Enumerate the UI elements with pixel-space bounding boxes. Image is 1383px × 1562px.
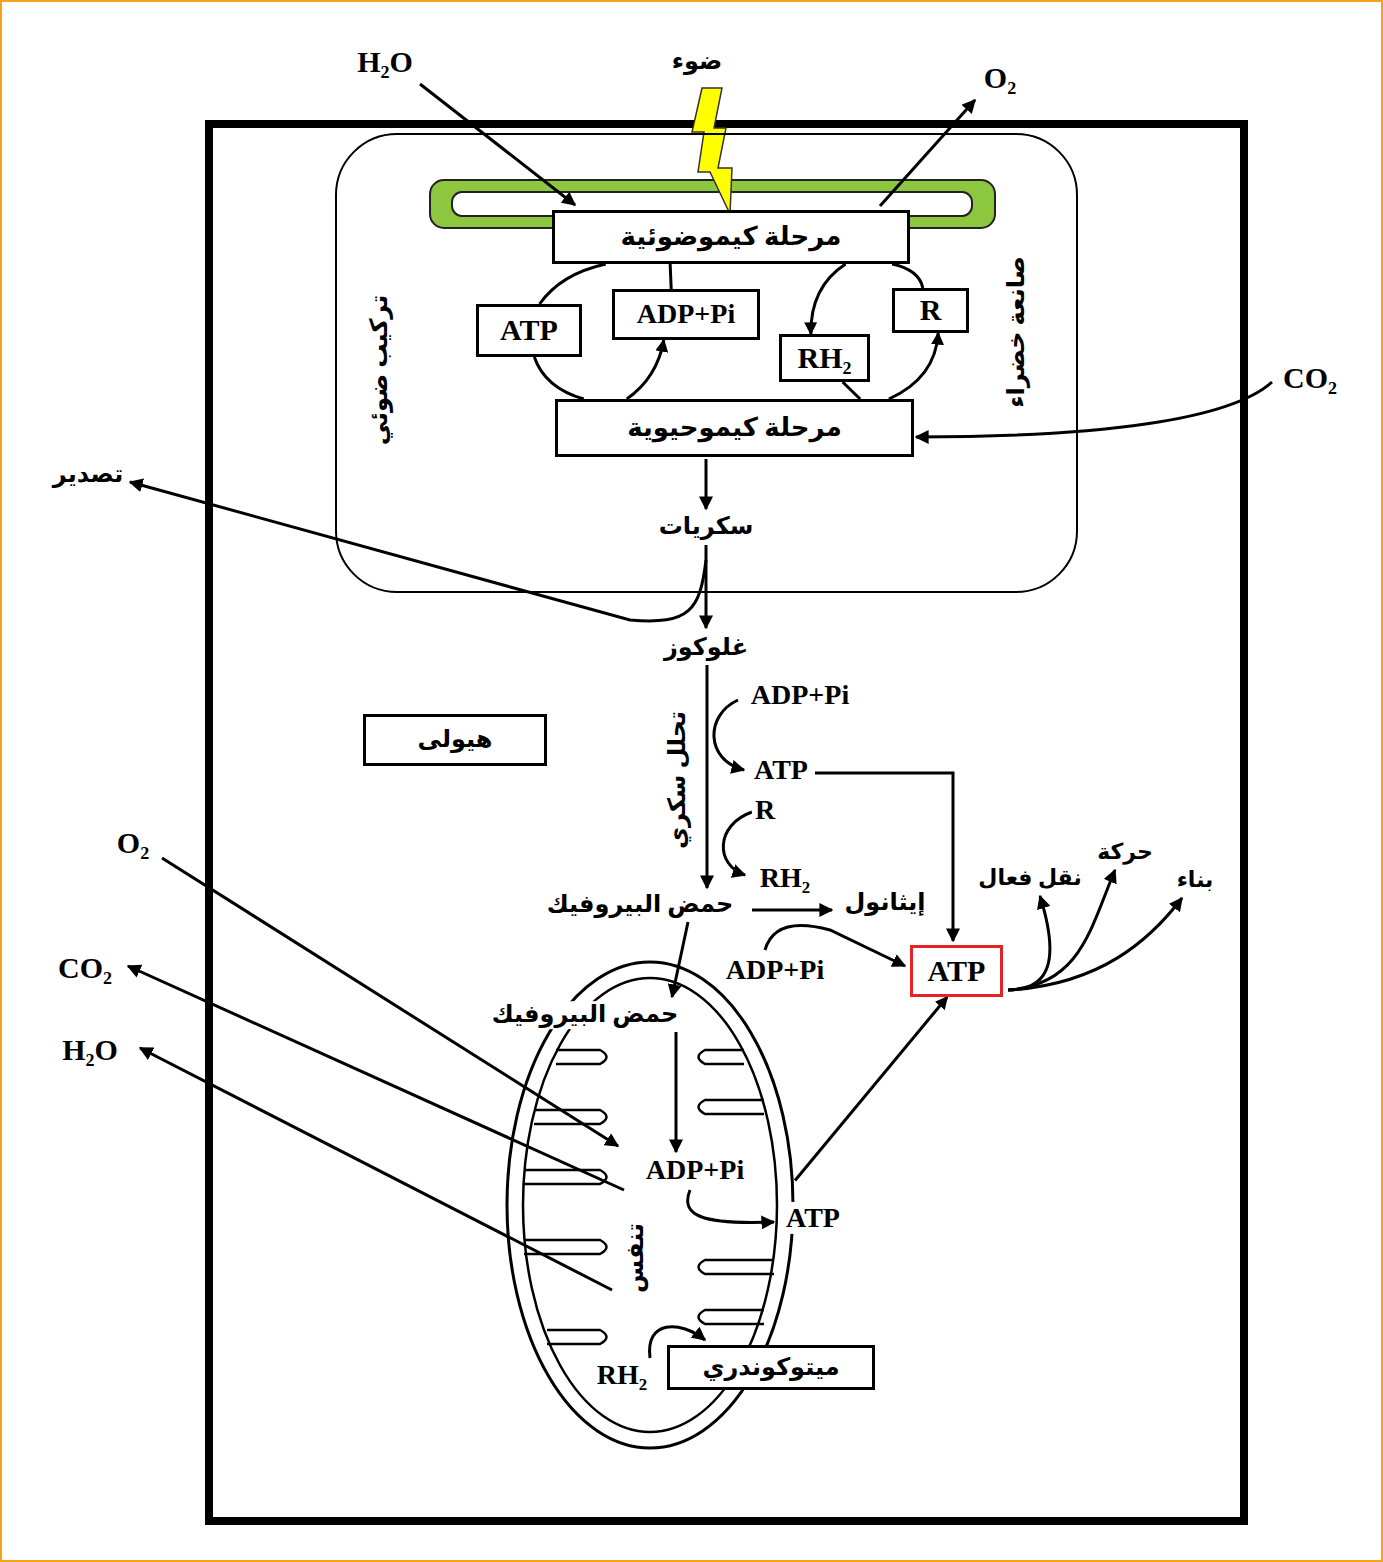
atp-box: ATP [910,945,1003,997]
box-text: R [920,293,942,328]
box-text: ميتوكوندري [702,1354,839,1382]
crista [524,1240,607,1254]
cytoplasm-box: هيولى [363,714,547,766]
molecule-label: ADP+Pi [643,1154,747,1186]
region-title: تركيب ضوئي [366,292,394,449]
lightning-symbol [692,88,732,214]
molecule-label: ADP+Pi [748,679,852,711]
light-label: ضوء [669,48,726,76]
phase-box: مرحلة كيموحيوية [555,399,914,457]
cycle-connector [534,357,583,399]
cycle-connector [627,340,664,399]
use-arrow [1008,896,1050,990]
molecule-label: RH₂ [594,1359,650,1391]
respiration-arrow [675,1032,678,1152]
glycolysis-arrow [706,665,709,888]
cycle-connector [670,264,671,289]
region-title: صانعة خضراء [1003,253,1031,411]
box-text: مرحلة كيموضوئية [621,222,842,252]
cycle-connector [795,997,947,1181]
sugar-arrow [705,459,708,509]
product-label: غلوكوز [661,634,751,662]
molecule-label: R [752,794,778,826]
crista [534,1110,607,1124]
flow-arrows [128,84,1272,1358]
cycle-connector [892,264,923,288]
crista [556,1050,607,1064]
crista [547,1330,607,1344]
molecule-label: ATP [783,1202,843,1234]
product-label: سكريات [656,513,757,541]
crista [699,1260,775,1274]
use-arrow [1008,898,1182,990]
box-text: ATP [928,954,986,989]
atp-transfer-arrow [815,773,953,941]
molecule-label: ATP [751,754,811,786]
box-text: ATP [500,313,558,348]
molecule-label: H₂O [354,45,416,80]
cycle-connector [843,382,860,399]
cycle-connector [889,333,938,399]
phase-box: مرحلة كيموضوئية [552,210,910,264]
process-label: تحلل سكري [664,708,692,852]
export-label: تصدير [50,461,126,489]
molecule-box: R [892,288,969,333]
co2-out-arrow [128,966,624,1190]
molecule-label: حمض البيروفيك [544,891,737,919]
organelle-box: ميتوكوندري [667,1345,875,1390]
molecule-label: CO₂ [55,951,115,986]
atp-formation-arrow [688,1190,774,1223]
crista [699,1310,765,1324]
molecule-label: O₂ [114,826,152,861]
reduction-arrow [723,812,752,875]
molecule-label: CO₂ [1280,361,1340,396]
box-text: RH₂ [798,341,852,376]
use-label: حركة [1094,839,1156,864]
molecule-box: ATP [476,304,582,357]
cycle-connector [811,264,846,334]
crista [699,1100,765,1114]
atp-formation-arrow [714,700,744,770]
box-text: مرحلة كيموحيوية [627,413,842,443]
molecule-label: حمض البيروفيك [489,1001,682,1029]
use-label: نقل فعال [975,865,1084,890]
box-text: هيولى [418,726,493,754]
fermentation-arrow [752,909,832,912]
cycle-connector [540,264,606,304]
use-label: بناء [1174,867,1217,892]
cell-wall [209,124,1244,1521]
crista [699,1050,745,1064]
molecule-label: O₂ [981,61,1019,96]
oxygen-arrow [880,100,975,206]
molecule-label: H₂O [59,1033,121,1068]
molecule-label: RH₂ [757,862,813,894]
export-arrow [130,482,706,621]
molecule-box: RH₂ [779,334,870,382]
molecule-box: ADP+Pi [612,289,760,340]
product-label: إيثانول [842,889,929,917]
region-title: تنفس [622,1220,650,1296]
crista [524,1170,607,1184]
molecule-label: ADP+Pi [723,954,827,986]
box-text: ADP+Pi [637,298,735,330]
glucose-arrow [705,545,708,628]
water-arrow [420,84,575,205]
co2-arrow [916,382,1272,437]
